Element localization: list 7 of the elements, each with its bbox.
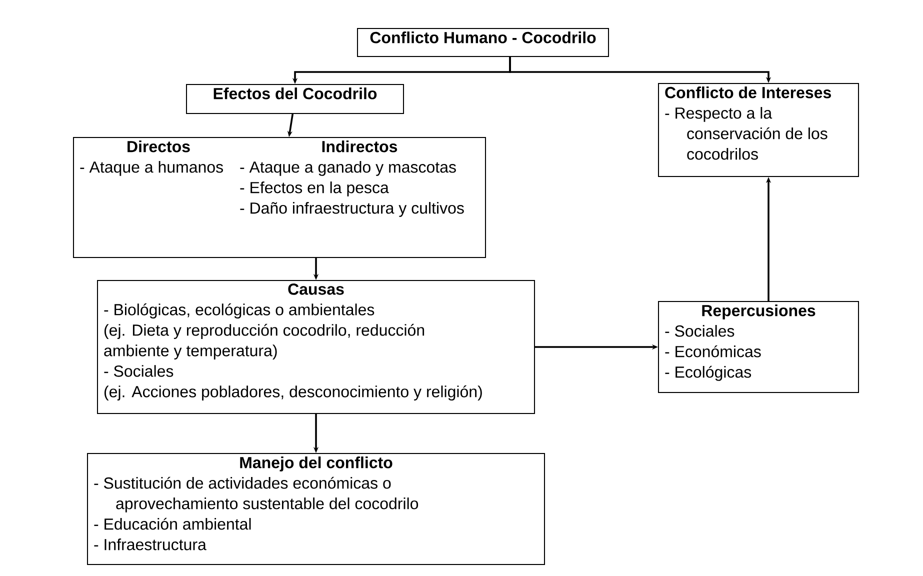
effects-box: Directos - Ataque a humanos Indirectos - Ataque a ganado y mascotas - Efectos en la pesca - Daño infraestructura y cultivos <box>73 137 486 258</box>
title-box: Conflicto Humano - Cocodrilo <box>357 28 609 57</box>
management-box: Manejo del conflicto - Sustitución de actividades económicas o aprovechamiento sustentable del cocodrilo - Educación ambiental - Infraestructura <box>87 453 545 565</box>
repercussions-box: Repercusiones - Sociales - Económicas - Ecológicas <box>658 301 859 393</box>
category-box: Conflicto de Intereses - Respecto a la conservación de los cocodrilos <box>658 83 859 177</box>
category-box: Efectos del Cocodrilo <box>186 84 404 114</box>
causes-box: Causas - Biológicas, ecológicas o ambientales (ej. Dieta y reproducción cocodrilo, reducción ambiente y temperatura) - Sociales (ej. Acciones pobladores, desconocimiento y religión) <box>97 280 535 414</box>
